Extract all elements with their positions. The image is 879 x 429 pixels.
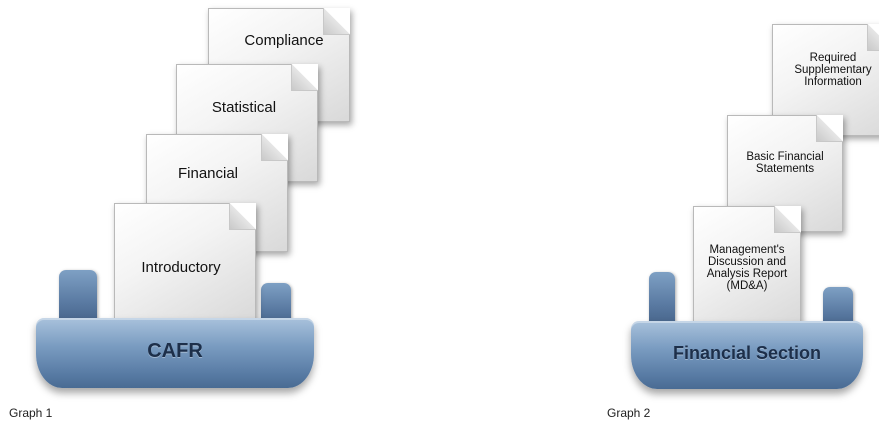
document-label: Basic Financial Statements [746, 151, 824, 175]
document-label: Management's Discussion and Analysis Rep… [706, 244, 788, 292]
caption: Graph 2 [607, 406, 651, 420]
caption: Graph 1 [9, 406, 53, 420]
document-label: Compliance [244, 32, 324, 49]
document-introductory: Introductory [114, 203, 256, 321]
folder-financial-section: Financial Section [631, 321, 863, 389]
folder-label: Financial Section [672, 343, 822, 363]
folder-label: CAFR [147, 340, 203, 362]
document-label: Statistical [211, 99, 277, 116]
document-label: Introductory [141, 259, 221, 276]
graph-2: Required Supplementary Information Basic… [600, 0, 879, 429]
document-label: Financial [177, 165, 239, 182]
document-label: Required Supplementary Information [794, 52, 872, 88]
document-mdna: Management's Discussion and Analysis Rep… [693, 206, 801, 324]
graph-1: Compliance Statistical Financial Introdu… [9, 8, 350, 420]
folder-cafr: CAFR [36, 318, 314, 388]
